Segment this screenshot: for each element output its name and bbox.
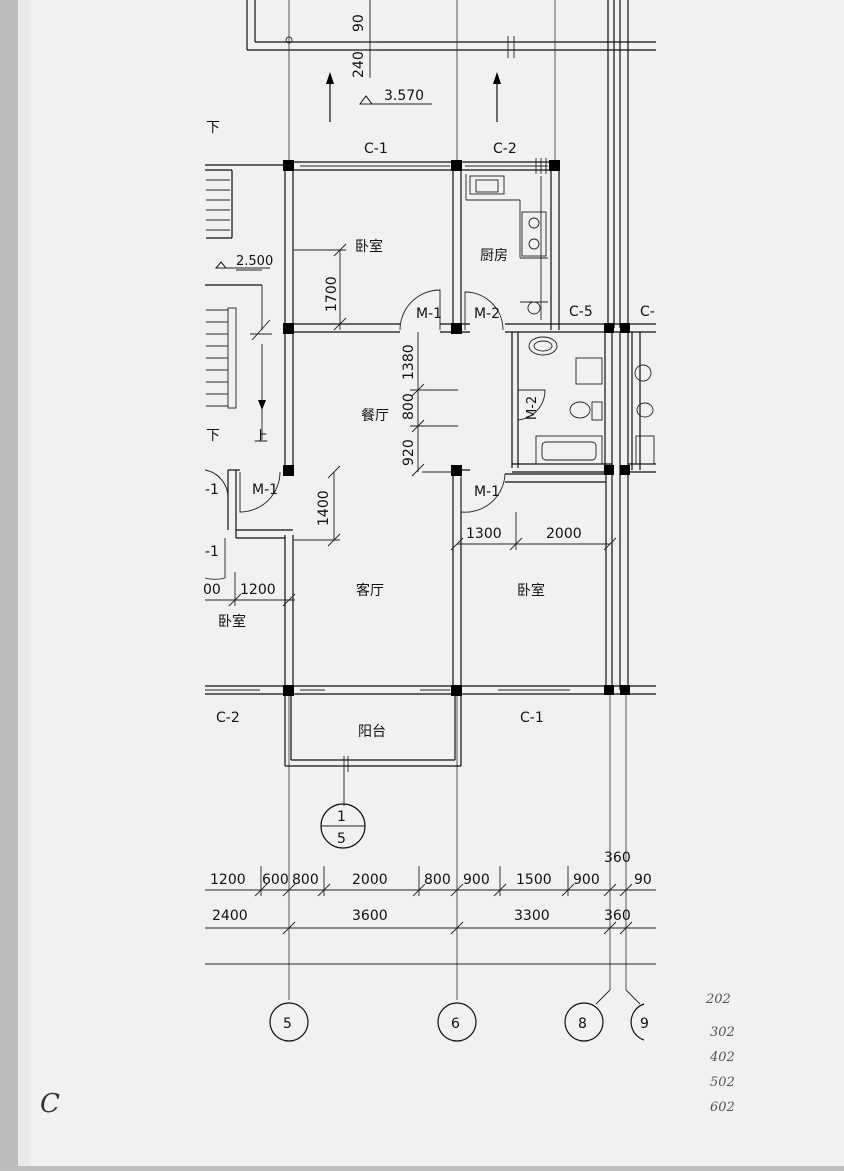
dim-360-top: 360 xyxy=(604,850,631,866)
door-m2-a: M-2 xyxy=(474,306,500,322)
stair-down-label-1: 下 xyxy=(206,120,220,136)
door-m1-c: M-1 xyxy=(474,484,500,500)
dim-row1-2: 800 xyxy=(292,872,319,888)
dim-800-vertical: 800 xyxy=(401,393,417,420)
detail-ref-number: 1 xyxy=(337,809,346,825)
dim-row1-7: 900 xyxy=(573,872,600,888)
dim-chain-2 xyxy=(205,921,656,935)
room-dining: 餐厅 xyxy=(361,408,389,424)
stair-up-label: 上 xyxy=(254,429,268,445)
axis-8: 8 xyxy=(578,1016,587,1032)
door-m2-b: M-2 xyxy=(525,396,540,420)
dim-row1-5: 900 xyxy=(463,872,490,888)
door-m1-left: -1 xyxy=(205,482,219,498)
dim-row1-1: 600 xyxy=(262,872,289,888)
handwriting-502: 502 xyxy=(710,1075,735,1090)
dim-90: 90 xyxy=(351,14,367,32)
dim-row2-0: 2400 xyxy=(212,908,248,924)
kitchen-fixtures xyxy=(465,174,548,320)
staircase xyxy=(205,164,290,440)
window-c2-top: C-2 xyxy=(493,141,517,157)
room-bedroom-top: 卧室 xyxy=(355,238,383,255)
dim-row1-6: 1500 xyxy=(516,872,552,888)
window-c5: C-5 xyxy=(569,304,593,320)
bathroom-fixtures xyxy=(528,336,655,465)
dim-00-left: 00 xyxy=(203,582,221,598)
dim-1700: 1700 xyxy=(324,276,340,312)
room-kitchen: 厨房 xyxy=(480,248,508,264)
corner-mark: C xyxy=(40,1089,60,1119)
dim-1200-left: 1200 xyxy=(240,582,276,598)
level-3570: 3.570 xyxy=(384,88,424,104)
dim-row1-0: 1200 xyxy=(210,872,246,888)
stair-down-label-2: 下 xyxy=(206,428,220,444)
walls xyxy=(205,161,656,772)
columns xyxy=(283,160,630,696)
dim-row1-8: 90 xyxy=(634,872,652,888)
window-marks xyxy=(535,158,547,174)
handwriting-302: 302 xyxy=(710,1025,735,1040)
detail-ref-sheet: 5 xyxy=(337,831,346,847)
dim-1380: 1380 xyxy=(401,344,417,380)
dim-chain-1 xyxy=(205,866,656,897)
axis-9: 9 xyxy=(640,1016,649,1032)
dim-1400: 1400 xyxy=(316,490,332,526)
window-c1-bottom: C-1 xyxy=(520,710,544,726)
room-balcony: 阳台 xyxy=(358,724,386,740)
door-m1-left-2: -1 xyxy=(205,544,219,560)
dim-row2-2: 3300 xyxy=(514,908,550,924)
detail-ref-bubble xyxy=(320,772,366,849)
axis-6: 6 xyxy=(451,1016,460,1032)
top-boundary xyxy=(246,0,656,122)
dim-920: 920 xyxy=(401,439,417,466)
room-living: 客厅 xyxy=(356,582,384,599)
handwriting-602: 602 xyxy=(710,1100,735,1115)
axis-bubbles xyxy=(269,989,645,1042)
room-bedroom-right: 卧室 xyxy=(517,582,545,599)
interior-dimensions xyxy=(205,243,617,607)
dim-row2-1: 3600 xyxy=(352,908,388,924)
dim-row2-3: 360 xyxy=(604,908,631,924)
door-m1-a: M-1 xyxy=(416,306,442,322)
handwriting-202: 202 xyxy=(705,992,731,1007)
dim-2000-interior: 2000 xyxy=(546,526,582,542)
axis-5: 5 xyxy=(283,1016,292,1032)
level-2500: 2.500 xyxy=(236,254,273,269)
dim-1300: 1300 xyxy=(466,526,502,542)
window-c-partial: C- xyxy=(640,304,655,320)
handwriting-402: 402 xyxy=(709,1050,735,1065)
axis-lines xyxy=(288,0,629,1000)
dim-row1-4: 800 xyxy=(424,872,451,888)
window-c2-bottom: C-2 xyxy=(216,710,240,726)
window-c1-top: C-1 xyxy=(364,141,388,157)
dim-row1-3: 2000 xyxy=(352,872,388,888)
doors xyxy=(204,289,546,580)
door-m1-b: M-1 xyxy=(252,482,278,498)
room-bedroom-left: 卧室 xyxy=(218,613,246,630)
dim-240: 240 xyxy=(351,51,367,78)
